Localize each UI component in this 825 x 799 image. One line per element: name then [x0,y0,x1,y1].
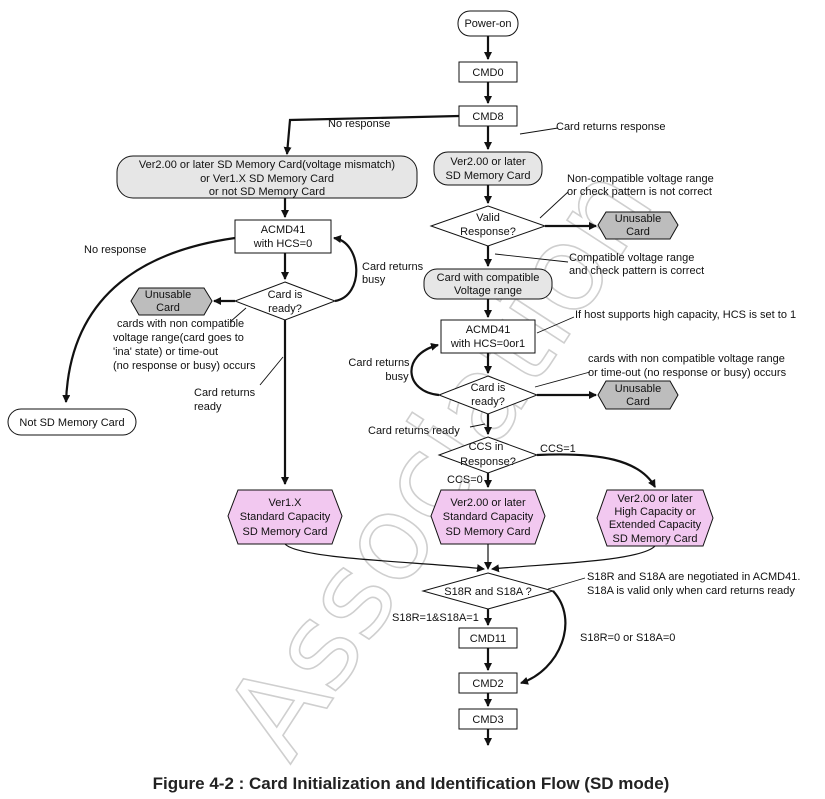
cmd0-node: CMD0 [458,61,518,83]
noncompat-left-line1: cards with non compatible [117,318,244,330]
power-on-label: Power-on [464,18,511,30]
unusable-card-right: Unusable Card [597,380,679,410]
ver2-line2: SD Memory Card [446,170,531,182]
unusable-top-line2: Card [626,226,650,238]
noncompat-left-line2: voltage range(card goes to [113,332,244,344]
busy-left-line2: busy [362,274,386,286]
valid-resp-line1: Valid [476,212,500,224]
cmd0-label: CMD0 [472,67,503,79]
ccs-line2: Response? [460,456,516,468]
unusable-left-line1: Unusable [145,289,191,301]
card-ready-right-decision: Card is ready? [437,375,539,415]
busy-right-line1: Card returns [348,357,410,369]
not-sd-label: Not SD Memory Card [19,417,124,429]
no-response-left-label: No response [84,244,146,256]
compat-line1: Card with compatible [437,272,540,284]
acmd41-left-line1: ACMD41 [261,224,306,236]
s18-eq0-label: S18R=0 or S18A=0 [580,632,675,644]
ver1x-standard-card: Ver1.X Standard Capacity SD Memory Card [227,489,343,545]
noncompat-left-line4: (no response or busy) occurs [113,360,256,372]
no-response-top-label: No response [328,118,390,130]
card-ready-right-line1: Card is [471,382,506,394]
card-returns-ready-right-label: Card returns ready [368,425,460,437]
v2sc-line2: Standard Capacity [443,511,534,523]
cmd11-label: CMD11 [470,633,506,645]
unusable-top-line1: Unusable [615,213,661,225]
ccs-decision: CCS in Response? [437,436,539,474]
s18-eq1-label: S18R=1&S18A=1 [392,612,479,624]
mismatch-line2: or Ver1.X SD Memory Card [200,173,334,185]
compat-line2: Voltage range [454,285,522,297]
mismatch-line3: or not SD Memory Card [209,186,325,198]
ready-left-line2: ready [194,401,222,413]
v2hc-line1: Ver2.00 or later [617,493,693,505]
v1x-line3: SD Memory Card [243,526,328,538]
unusable-left-line2: Card [156,302,180,314]
not-sd-card-node: Not SD Memory Card [7,408,137,436]
cmd2-label: CMD2 [472,678,503,690]
ver2-sd-card-node: Ver2.00 or later SD Memory Card [433,151,543,186]
cmd8-node: CMD8 [458,105,518,127]
cmd3-node: CMD3 [458,708,518,730]
busy-right-line2: busy [385,371,409,383]
power-on-node: Power-on [457,10,519,37]
valid-response-decision: Valid Response? [429,205,547,247]
acmd41-left-line2: with HCS=0 [253,238,312,250]
cmd3-label: CMD3 [472,714,503,726]
voltage-mismatch-node: Ver2.00 or later SD Memory Card(voltage … [116,155,418,199]
card-returns-response-label: Card returns response [556,121,665,133]
acmd41-right-node: ACMD41 with HCS=0or1 [440,319,536,354]
host-hcs-label: If host supports high capacity, HCS is s… [575,309,796,321]
cmd2-node: CMD2 [458,672,518,694]
compat-range-line2: and check pattern is correct [569,265,704,277]
busy-left-line1: Card returns [362,261,424,273]
card-ready-left-line2: ready? [268,303,302,315]
ver2-standard-card: Ver2.00 or later Standard Capacity SD Me… [430,489,546,545]
figure-caption: Figure 4-2 : Card Initialization and Ide… [153,774,670,793]
unusable-right-line1: Unusable [615,383,661,395]
s18-note-line2: S18A is valid only when card returns rea… [587,585,795,597]
ccs-line1: CCS in [469,441,504,453]
valid-resp-line2: Response? [460,226,516,238]
noncompat-right-line1: cards with non compatible voltage range [588,353,785,365]
ready-left-line1: Card returns [194,387,256,399]
v2hc-line4: SD Memory Card [613,533,698,545]
cmd11-node: CMD11 [458,627,518,649]
card-ready-right-line2: ready? [471,396,505,408]
noncompat-range-line1: Non-compatible voltage range [567,173,714,185]
card-ready-left-line1: Card is [268,289,303,301]
ver2-high-capacity-card: Ver2.00 or later High Capacity or Extend… [596,489,714,547]
noncompat-range-line2: or check pattern is not correct [567,186,712,198]
v2sc-line3: SD Memory Card [446,526,531,538]
s18-note-line1: S18R and S18A are negotiated in ACMD41. [587,571,800,583]
s18-label: S18R and S18A ? [444,586,531,598]
acmd41-left-node: ACMD41 with HCS=0 [234,219,332,254]
acmd41-right-line1: ACMD41 [466,324,511,336]
cmd8-label: CMD8 [472,111,503,123]
ccs1-label: CCS=1 [540,443,576,455]
mismatch-line1: Ver2.00 or later SD Memory Card(voltage … [139,159,395,171]
noncompat-left-line3: 'ina' state) or time-out [113,346,218,358]
v2hc-line2: High Capacity or [614,506,696,518]
ver2-line1: Ver2.00 or later [450,156,526,168]
v1x-line1: Ver1.X [268,497,302,509]
acmd41-right-line2: with HCS=0or1 [450,338,525,350]
unusable-right-line2: Card [626,396,650,408]
compatible-card-node: Card with compatible Voltage range [423,268,553,300]
unusable-card-left: Unusable Card [130,287,213,316]
v2sc-line1: Ver2.00 or later [450,497,526,509]
compat-range-line1: Compatible voltage range [569,252,694,264]
v2hc-line3: Extended Capacity [609,519,702,531]
unusable-card-top: Unusable Card [597,211,679,240]
card-ready-left-decision: Card is ready? [233,281,337,321]
ccs0-label: CCS=0 [447,474,483,486]
noncompat-right-line2: or time-out (no response or busy) occurs [588,367,787,379]
v1x-line2: Standard Capacity [240,511,331,523]
